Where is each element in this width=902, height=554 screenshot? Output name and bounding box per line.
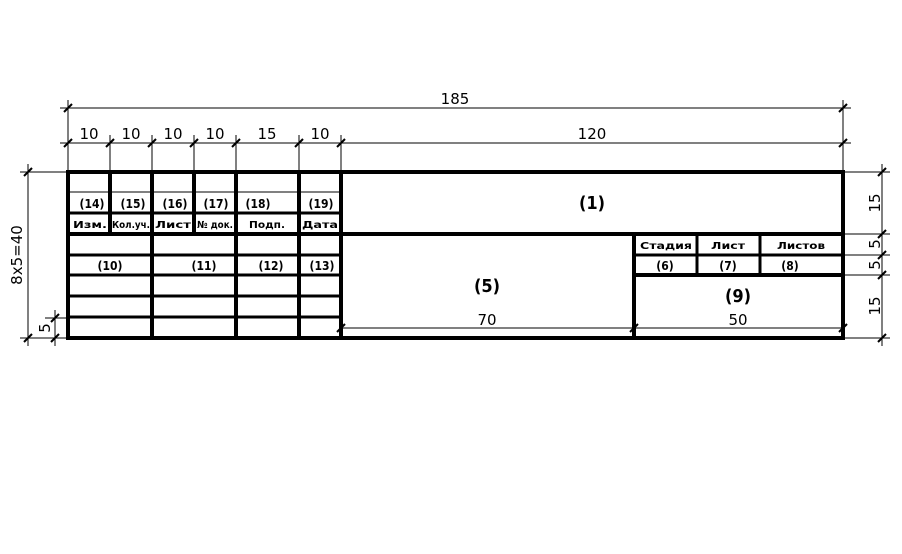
dim-col-2: 10	[121, 125, 140, 143]
header-n-dok: № док.	[197, 220, 233, 231]
header-listov: Листов	[777, 241, 825, 252]
dim-inner-70: 70	[477, 311, 496, 329]
dim-height-total: 8x5=40	[8, 225, 26, 285]
dim-col-6: 10	[310, 125, 329, 143]
dimension-texts: 185 10 10 10 10 15 10 120 8x5=40 5 15 5 …	[8, 90, 884, 333]
header-data: Дата	[302, 220, 338, 231]
header-stadiya: Стадия	[640, 241, 692, 252]
cell-1: (1)	[579, 193, 605, 214]
dim-inner-50: 50	[728, 311, 747, 329]
title-block-frame	[66, 170, 845, 340]
dim-col-4: 10	[205, 125, 224, 143]
header-podp: Подп.	[249, 220, 285, 231]
cell-7: (7)	[719, 259, 736, 273]
cell-18: (18)	[246, 197, 271, 211]
dim-right-top: 15	[866, 193, 884, 212]
cell-11: (11)	[192, 259, 217, 273]
header-kol-uch: Кол.уч.	[112, 220, 150, 231]
dim-total-width: 185	[441, 90, 470, 108]
dim-row-height: 5	[36, 323, 54, 333]
dim-col-3: 10	[163, 125, 182, 143]
dim-right-5a: 5	[866, 239, 884, 249]
cell-8: (8)	[781, 259, 798, 273]
cell-10: (10)	[98, 259, 123, 273]
cell-9: (9)	[725, 286, 751, 307]
cell-16: (16)	[163, 197, 188, 211]
dim-col-5: 15	[257, 125, 276, 143]
cell-19: (19)	[309, 197, 334, 211]
cell-12: (12)	[259, 259, 284, 273]
header-list-2: Лист	[711, 241, 746, 252]
cell-13: (13)	[310, 259, 335, 273]
header-izm: Изм.	[73, 220, 107, 231]
header-list: Лист	[155, 220, 192, 231]
cell-15: (15)	[121, 197, 146, 211]
dim-right-bottom: 15	[866, 296, 884, 315]
dim-right-5b: 5	[866, 260, 884, 270]
cell-14: (14)	[80, 197, 105, 211]
cell-17: (17)	[204, 197, 229, 211]
cell-6: (6)	[656, 259, 673, 273]
dimension-lines	[20, 100, 890, 346]
dim-col-1: 10	[79, 125, 98, 143]
dim-col-7: 120	[578, 125, 607, 143]
cell-5: (5)	[474, 276, 500, 297]
cell-labels: (14) (15) (16) (17) (18) (19) Изм. Кол.у…	[73, 193, 825, 307]
